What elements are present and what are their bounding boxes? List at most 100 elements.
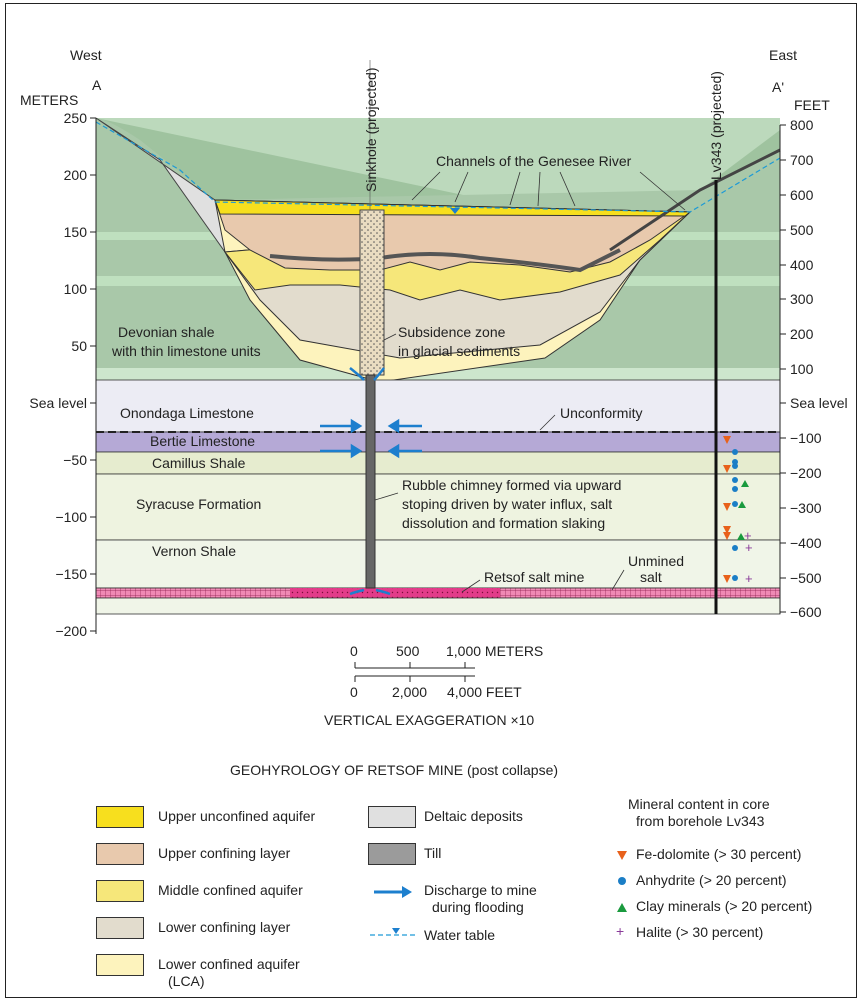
water-table-line — [95, 121, 781, 213]
halite-icon: + — [616, 923, 625, 939]
svg-text:+: + — [745, 540, 753, 555]
devonian-label-2: with thin limestone units — [111, 343, 261, 359]
syracuse-label: Syracuse Formation — [136, 496, 261, 512]
syracuse-formation — [95, 473, 781, 541]
east-label: East — [769, 47, 797, 63]
swatch-upper-unconfined — [96, 806, 144, 828]
right-tick: −600 — [790, 604, 822, 620]
scale-f2000: 2,000 — [392, 684, 427, 700]
right-tick: 400 — [790, 257, 814, 273]
mineral-markers: + + + — [723, 436, 753, 586]
left-tick: Sea level — [29, 395, 87, 411]
right-tick: 300 — [790, 291, 814, 307]
legend-till: Till — [424, 845, 442, 861]
left-tick: −100 — [55, 509, 87, 525]
mineral-title-1: Mineral content in core — [628, 796, 770, 812]
legend-deltaic: Deltaic deposits — [424, 808, 523, 824]
swatch-lower-confining — [96, 917, 144, 939]
vertical-exaggeration: VERTICAL EXAGGERATION ×10 — [324, 712, 534, 728]
clay-minerals-icon — [617, 903, 627, 912]
vernon-label: Vernon Shale — [152, 543, 236, 559]
rubble-chimney — [365, 374, 376, 589]
left-tick: −50 — [63, 452, 87, 468]
scale-f0: 0 — [350, 684, 358, 700]
subsidence-zone — [359, 209, 385, 376]
discharge-arrow-icon — [374, 886, 412, 898]
figure-frame — [5, 3, 857, 998]
legend-upper-confining: Upper confining layer — [158, 845, 291, 861]
legend-upper-unconfined: Upper unconfined aquifer — [158, 808, 316, 824]
water-table-icon — [370, 928, 418, 936]
onondaga-label: Onondaga Limestone — [120, 405, 254, 421]
rubble-label-1: Rubble chimney formed via upward — [402, 477, 621, 493]
feet-label: FEET — [794, 97, 830, 113]
svg-text:+: + — [744, 528, 752, 543]
legend-lower-confining: Lower confining layer — [158, 919, 291, 935]
right-tick: −500 — [790, 570, 822, 586]
devonian-label-1: Devonian shale — [118, 324, 215, 340]
legend-clay: Clay minerals (> 20 percent) — [636, 898, 813, 914]
a-prime-label: A' — [772, 79, 784, 95]
unmined-label-2: salt — [640, 569, 662, 585]
onondaga-limestone — [95, 379, 781, 433]
right-tick: 200 — [790, 326, 814, 342]
anhydrite-icon — [618, 877, 626, 885]
unmined-label-1: Unmined — [628, 553, 684, 569]
left-tick: 200 — [64, 167, 88, 183]
legend-anhydrite: Anhydrite (> 20 percent) — [636, 872, 787, 888]
swatch-lca — [96, 954, 144, 976]
fe-dolomite-icon — [617, 851, 627, 860]
swatch-upper-confining — [96, 843, 144, 865]
legend-halite: Halite (> 30 percent) — [636, 924, 764, 940]
subsidence-label-1: Subsidence zone — [398, 324, 506, 340]
left-tick: 100 — [64, 281, 88, 297]
bertie-label: Bertie Limestone — [150, 433, 255, 449]
swatch-middle-confined — [96, 880, 144, 902]
scale-f4000: 4,000 FEET — [447, 684, 522, 700]
unconformity-label: Unconformity — [560, 405, 642, 421]
legend-lca-2: (LCA) — [168, 973, 205, 989]
retsof-mine-zone — [290, 588, 500, 598]
svg-text:+: + — [745, 571, 753, 586]
legend-fe-dolomite: Fe-dolomite (> 30 percent) — [636, 846, 802, 862]
right-tick: −100 — [790, 430, 822, 446]
legend-discharge-2: during flooding — [432, 899, 524, 915]
right-tick: 700 — [790, 152, 814, 168]
meters-label: METERS — [20, 92, 78, 108]
vernon-shale — [95, 539, 781, 589]
right-axis: 800 700 600 500 400 300 200 100 Sea leve… — [779, 117, 848, 620]
west-label: West — [70, 47, 102, 63]
right-tick: −300 — [790, 500, 822, 516]
retsof-mine-label: Retsof salt mine — [484, 569, 585, 585]
upper-confining-layer — [214, 199, 692, 273]
right-tick: −400 — [790, 535, 822, 551]
scale-bars: 0 500 1,000 METERS 0 2,000 4,000 FEET VE… — [324, 643, 543, 728]
subsidence-label-2: in glacial sediments — [398, 343, 520, 359]
left-tick: 150 — [64, 224, 88, 240]
scale-m500: 500 — [396, 643, 420, 659]
left-axis: 250 200 150 100 50 Sea level −50 −100 −1… — [29, 110, 97, 639]
legend-water-table: Water table — [424, 927, 496, 943]
a-label: A — [92, 77, 102, 93]
cross-section-diagram: + + + 250 200 150 100 50 Sea level −50 −… — [20, 47, 848, 728]
discharge-arrows — [320, 367, 422, 596]
right-tick: Sea level — [790, 395, 848, 411]
swatch-deltaic — [368, 806, 416, 828]
legend-middle-confined: Middle confined aquifer — [158, 882, 303, 898]
sinkhole-label: Sinkhole (projected) — [363, 67, 379, 192]
legend-lca-1: Lower confined aquifer — [158, 956, 300, 972]
left-tick: 50 — [71, 338, 87, 354]
legend-discharge-1: Discharge to mine — [424, 882, 537, 898]
channels-label: Channels of the Genesee River — [436, 153, 632, 169]
left-tick: −150 — [55, 566, 87, 582]
scale-m1000: 1,000 METERS — [446, 643, 543, 659]
right-tick: −200 — [790, 465, 822, 481]
left-tick: −200 — [55, 623, 87, 639]
rubble-label-3: dissolution and formation slaking — [402, 515, 605, 531]
swatch-till — [368, 843, 416, 865]
right-tick: 100 — [790, 361, 814, 377]
figure-title: GEOHYROLOGY OF RETSOF MINE (post collaps… — [230, 762, 559, 778]
camillus-label: Camillus Shale — [152, 455, 246, 471]
scale-m0: 0 — [350, 643, 358, 659]
